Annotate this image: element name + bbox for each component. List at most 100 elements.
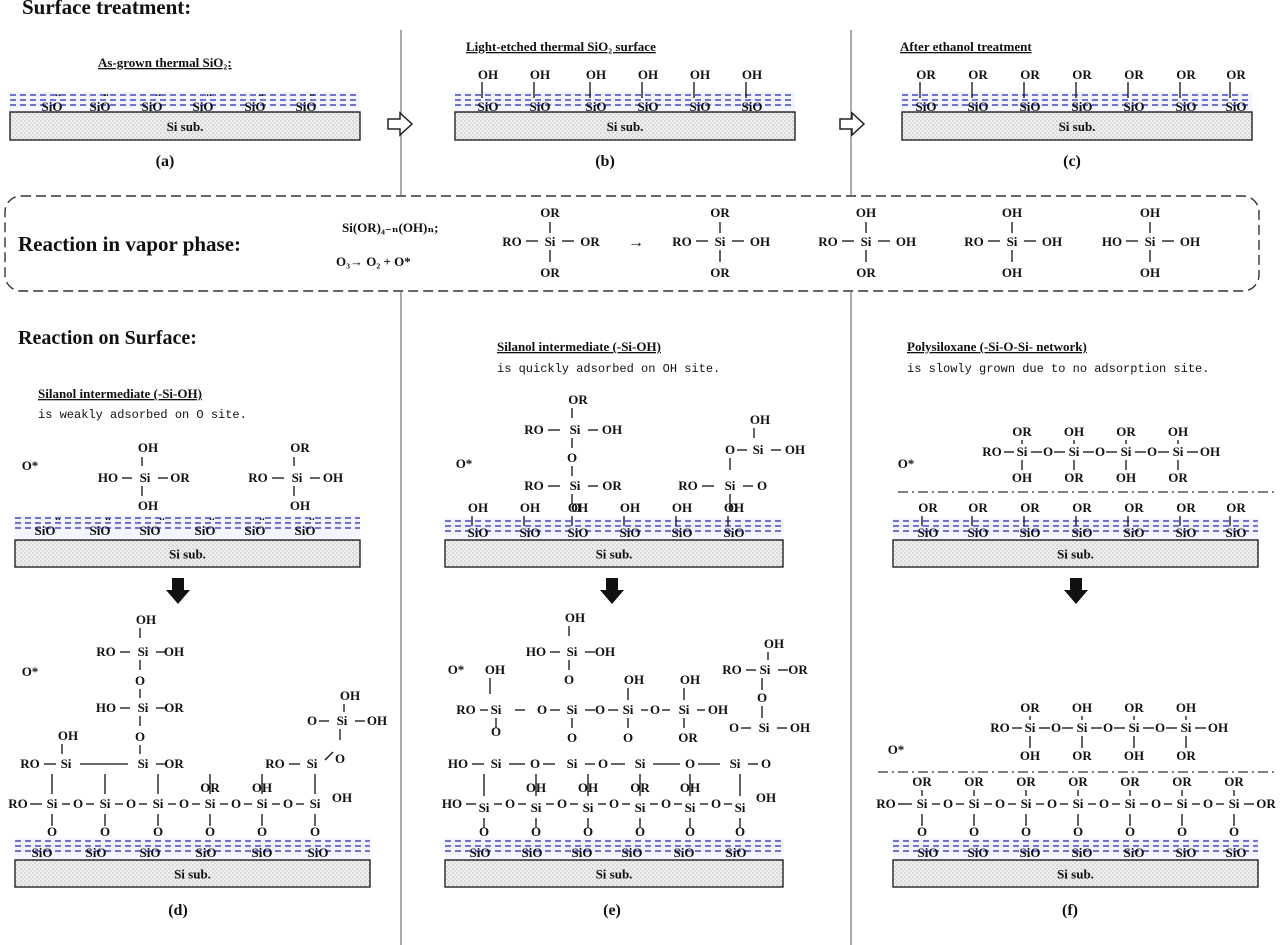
substituent-right: OH [750,234,770,249]
hydroxyl-group: OH [1208,720,1228,735]
lone-pair: .. [159,511,165,523]
oxygen-atom: O [307,713,317,728]
substrate-label: Si sub. [1057,867,1094,882]
oxygen-atom: O [135,673,145,688]
alkoxy-group: RO [20,756,40,771]
hydroxyl-group: OH [750,412,770,427]
reaction-arrow [1064,578,1088,604]
sio-site-label: SiO [916,99,937,114]
bond-line [324,751,334,761]
silicon-atom: Si [47,796,58,811]
hydroxyl-group: OH [672,500,692,515]
oxygen-atom: O [1147,444,1157,459]
hydroxyl-group: OH [367,713,387,728]
substituent-top: OR [1124,700,1144,715]
hydroxyl-group: HO [442,796,462,811]
hydroxyl-group: OH [785,442,805,457]
silicon-atom: Si [567,644,578,659]
alkoxy-group: RO [876,796,896,811]
oxygen-atom: O [530,756,540,771]
sio-site-label: SiO [1020,525,1041,540]
alkoxy-group: OR [630,780,650,795]
silicon-atom: Si [760,662,771,677]
oxygen-atom: O [571,500,581,515]
hydroxyl-group: OH [485,662,505,677]
sio-site-label: SiO [32,845,53,860]
silicon-atom: Si [735,800,746,815]
oxygen-atom: O [126,796,136,811]
silicon-atom: Si [583,800,594,815]
hydroxyl-group: HO [98,470,118,485]
silicon-atom: Si [479,800,490,815]
alkoxy-group: RO [678,478,698,493]
sio-site-label: SiO [1020,99,1041,114]
oxygen-atom: O [729,720,739,735]
silicon-atom: Si [1121,444,1132,459]
silicon-atom: Si [1073,796,1084,811]
alkoxy-group: OR [1072,67,1092,82]
oxide-layer [15,838,370,860]
sio-site-label: SiO [296,99,317,114]
substituent-bottom: OR [856,265,876,280]
sio-site-label: SiO [470,845,491,860]
sio-site-label: SiO [478,99,499,114]
substituent-right: OH [1180,234,1200,249]
oxide-layer [15,515,360,538]
sio-site-label: SiO [1124,525,1145,540]
panel-f-label: (f) [1062,902,1078,919]
oxygen-atom: O [531,824,541,839]
oxygen-atom: O [757,690,767,705]
silicon-substrate [9,111,361,141]
substituent-bottom: OH [1002,265,1022,280]
sio-site-label: SiO [245,523,266,538]
oxygen-atom: O [1151,796,1161,811]
alkoxy-group: OR [164,700,184,715]
process-arrow [839,111,866,137]
silicon-atom: Si [570,478,581,493]
silicon-atom: Si [725,478,736,493]
silicon-atom: Si [307,756,318,771]
substituent-top: OH [1072,700,1092,715]
alkoxy-group: OR [568,392,588,407]
oxide-layer [445,518,783,540]
hydroxyl-group: OH [586,67,606,82]
substituent-bottom: OR [1176,748,1196,763]
sio-site-label: SiO [90,523,111,538]
oxygen-atom: O [635,824,645,839]
oxygen-atom: O [567,450,577,465]
oxygen-atom: O [257,824,267,839]
oxygen-radical: O* [888,742,905,757]
sio-site-label: SiO [620,525,641,540]
sio-site-label: SiO [726,845,747,860]
hydroxyl-group: OH [1200,444,1220,459]
silicon-atom: Si [1173,444,1184,459]
vapor-formula: Si(OR)₄₋ₙ(OH)ₙ; [342,220,438,235]
hydroxyl-group: OH [790,720,810,735]
oxygen-atom: O [969,824,979,839]
alkoxy-group: RO [722,662,742,677]
silicon-atom: Si [292,470,303,485]
silicon-atom: Si [491,756,502,771]
oxygen-atom: O [1099,796,1109,811]
substrate-label: Si sub. [169,547,206,562]
sio-site-label: SiO [1176,845,1197,860]
hydroxyl-group: OH [468,500,488,515]
lone-pair: .. [103,87,109,99]
vapor-arrow: → [628,234,644,251]
hydroxyl-group: OH [595,644,615,659]
alkoxy-group: OR [1020,500,1040,515]
oxygen-radical: O* [448,662,465,677]
sio-site-label: SiO [1176,99,1197,114]
vapor-molecule-1: Si [545,234,556,249]
sio-site-label: SiO [968,99,989,114]
oxygen-atom: O [205,824,215,839]
alkoxy-group: OR [678,730,698,745]
silicon-atom: Si [1025,720,1036,735]
panel-a-title: As-grown thermal SiO₂: [98,55,232,70]
panel-d-label: (d) [168,902,188,919]
oxygen-atom: O [711,796,721,811]
sio-site-label: SiO [1226,99,1247,114]
silicon-atom: Si [1129,720,1140,735]
alkoxy-group: OR [1226,500,1246,515]
